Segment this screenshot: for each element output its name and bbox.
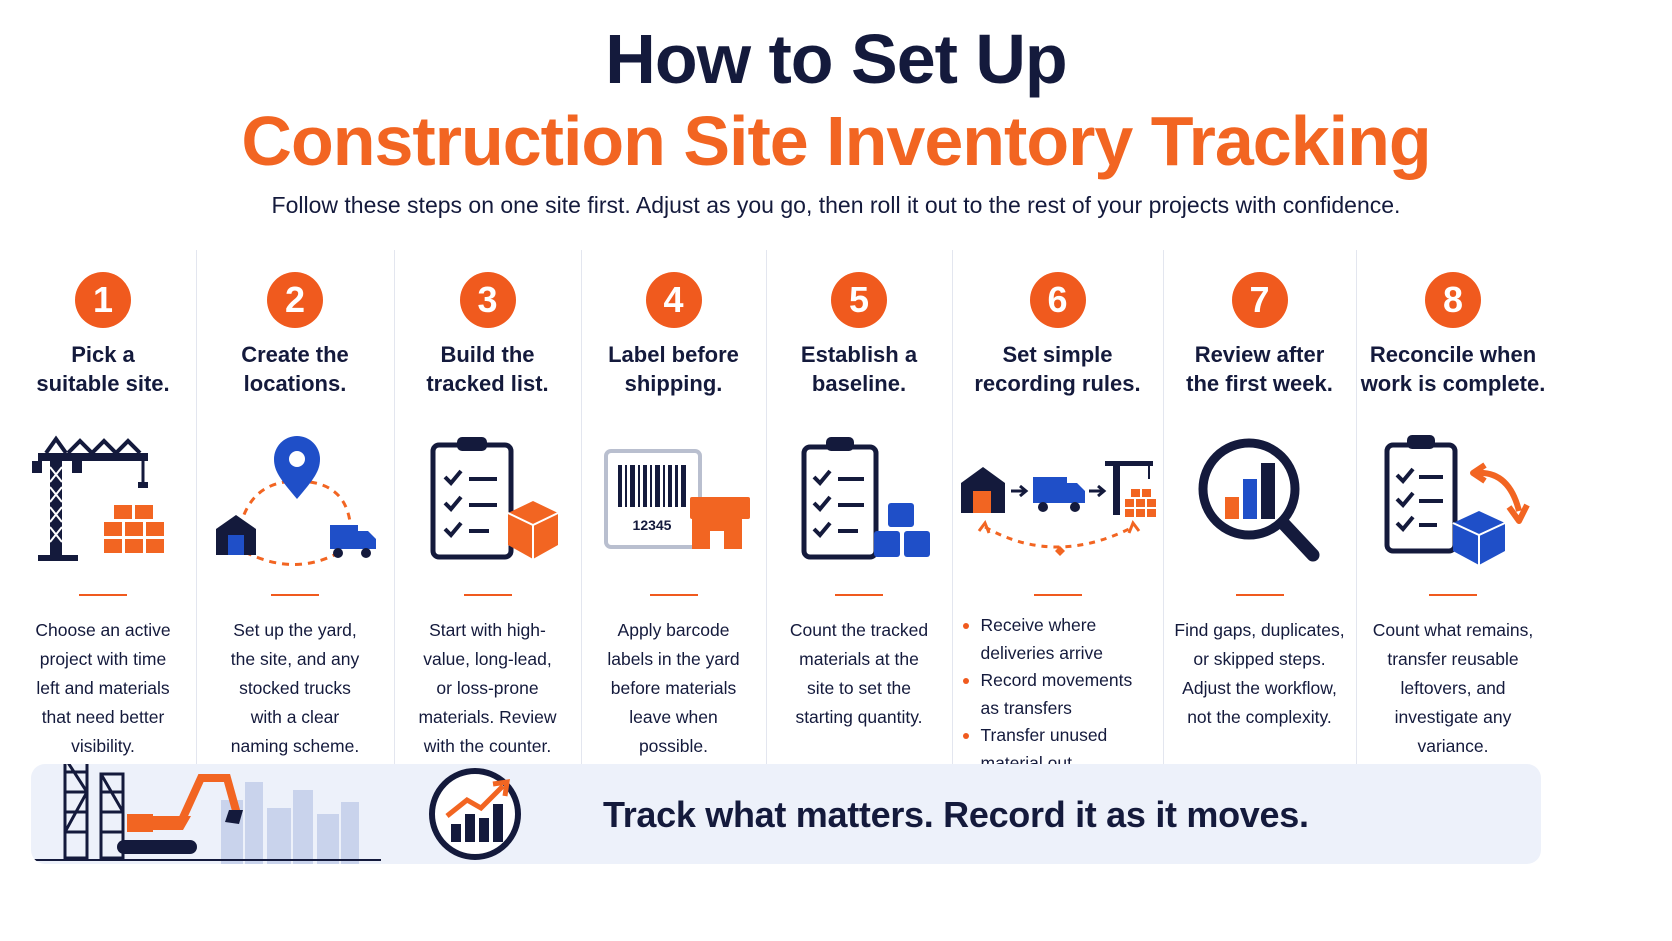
step-description: Set up the yard, the site, and any stock… — [230, 620, 360, 756]
step-number: 3 — [459, 272, 516, 328]
step-number: 6 — [1029, 272, 1086, 328]
trend-chart-icon — [427, 766, 527, 864]
step-divider — [581, 250, 582, 770]
step-title: Pick a suitable site. — [36, 342, 170, 396]
page-subtitle: Follow these steps on one site first. Ad… — [271, 192, 1401, 218]
step-description: Find gaps, duplicates, or skipped steps.… — [1174, 620, 1345, 727]
barcode-number: 12345 — [632, 517, 671, 533]
checklist-boxes-icon — [769, 422, 949, 582]
step-description: Count what remains, transfer reusable le… — [1372, 620, 1534, 756]
bottom-banner: Track what matters. Record it as it move… — [31, 764, 1541, 864]
checklist-cycle-box-icon — [1363, 422, 1543, 582]
step-divider — [1163, 250, 1164, 770]
location-pin-route-icon — [205, 422, 385, 582]
orange-rule — [1429, 594, 1477, 596]
orange-rule — [1033, 594, 1082, 596]
step-number: 5 — [831, 272, 887, 328]
warehouse-truck-crane-icon — [953, 422, 1163, 582]
step-number: 8 — [1425, 272, 1481, 328]
checklist-box-icon — [398, 422, 578, 582]
step-8: 8 Reconcile when work is complete. Count… — [1356, 250, 1550, 785]
crane-bricks-icon — [13, 422, 193, 582]
step-title: Create the locations. — [241, 342, 349, 396]
bullet-item: Receive where deliveries arrive — [962, 612, 1153, 667]
orange-rule — [835, 594, 883, 596]
step-title: Reconcile when work is complete. — [1360, 342, 1546, 396]
step-divider — [766, 250, 767, 770]
step-title: Build the tracked list. — [426, 342, 549, 396]
step-divider — [394, 250, 395, 770]
excavator-scaffold-skyline-icon — [31, 764, 391, 864]
step-description: Count the tracked materials at the site … — [789, 620, 929, 727]
step-divider — [952, 250, 953, 770]
step-description: Start with high- value, long-lead, or lo… — [418, 620, 557, 756]
page-title-line-2: Construction Site Inventory Tracking — [241, 102, 1431, 180]
step-3: 3 Build the tracked list. Start with hig… — [394, 250, 581, 785]
step-number: 7 — [1231, 272, 1288, 328]
orange-rule — [1235, 594, 1284, 596]
step-7: 7 Review after the first week. Find gaps… — [1163, 250, 1356, 785]
step-number: 2 — [267, 272, 323, 328]
page-title-line-1: How to Set Up — [605, 20, 1067, 98]
step-bullet-list: Receive where deliveries arrive Record m… — [962, 612, 1153, 777]
step-5: 5 Establish a baseline. Count the tracke… — [766, 250, 952, 785]
orange-rule — [79, 594, 127, 596]
orange-rule — [463, 594, 512, 596]
step-4: 4 Label before shipping. 12345 Apply bar… — [581, 250, 766, 785]
step-description: Apply barcode labels in the yard before … — [607, 620, 740, 756]
step-description: Choose an active project with time left … — [35, 620, 171, 756]
step-number: 4 — [645, 272, 702, 328]
magnifier-chart-icon — [1170, 422, 1350, 582]
step-number: 1 — [75, 272, 131, 328]
step-title: Label before shipping. — [608, 342, 739, 396]
barcode-label-icon: 12345 — [584, 422, 764, 582]
step-6: 6 Set simple recording rules. — [952, 250, 1163, 785]
step-title: Set simple recording rules. — [974, 342, 1141, 396]
orange-rule — [271, 594, 319, 596]
step-divider — [1356, 250, 1357, 770]
step-title: Establish a baseline. — [800, 342, 918, 396]
orange-rule — [649, 594, 698, 596]
steps-row: 1 Pick a suitable site. Choose — [10, 250, 1662, 810]
step-divider — [196, 250, 197, 770]
step-title: Review after the first week. — [1186, 342, 1333, 396]
step-1: 1 Pick a suitable site. Choose — [10, 250, 196, 785]
bullet-item: Record movements as transfers — [962, 667, 1153, 722]
banner-tagline: Track what matters. Record it as it move… — [603, 794, 1309, 835]
step-2: 2 Create the locations. Set up the yard,… — [196, 250, 394, 785]
